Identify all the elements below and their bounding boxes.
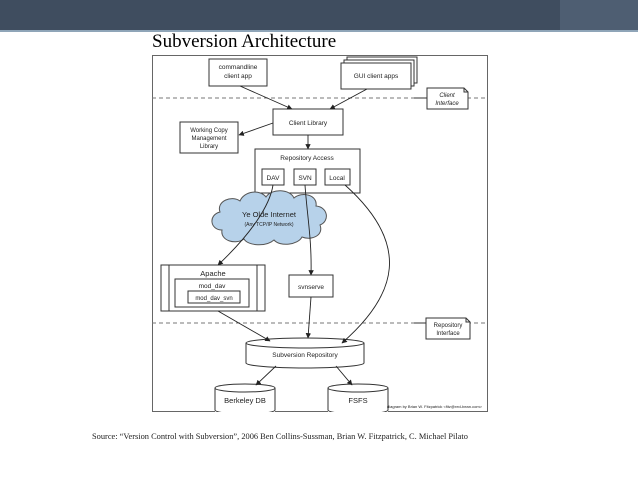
working-copy-label-3: Library bbox=[200, 144, 218, 150]
client-interface-label-1: Client bbox=[439, 93, 455, 99]
working-copy-box: Working Copy Management Library bbox=[179, 121, 239, 154]
arrow-local-repository bbox=[341, 184, 390, 344]
arrow-svn-svnserve bbox=[304, 184, 314, 276]
fsfs: FSFS bbox=[327, 383, 389, 412]
arrow-repository-fsfs bbox=[335, 365, 353, 386]
subversion-repository: Subversion Repository bbox=[245, 337, 365, 369]
commandline-label-1: commandline bbox=[219, 64, 258, 71]
repository-access-box: Repository Access DAV SVN Local bbox=[254, 148, 361, 194]
gui-apps-label: GUI client apps bbox=[354, 73, 399, 80]
arrow-repository-berkeley bbox=[255, 365, 277, 386]
architecture-diagram: commandline client app GUI client apps C… bbox=[152, 55, 488, 412]
fsfs-label: FSFS bbox=[348, 396, 367, 405]
diagram-credit: diagram by Brian W. Fitzpatrick <fitz@re… bbox=[387, 404, 483, 409]
working-copy-label-1: Working Copy bbox=[190, 128, 228, 134]
internet-title: Ye Olde Internet bbox=[242, 210, 297, 219]
repository-interface-label-1: Repository bbox=[434, 323, 463, 329]
local-label: Local bbox=[329, 175, 345, 182]
commandline-label-2: client app bbox=[224, 73, 252, 80]
connector-arrows bbox=[217, 85, 390, 386]
apache-label: Apache bbox=[200, 269, 225, 278]
mod-dav-label: mod_dav bbox=[199, 283, 226, 290]
svn-label: SVN bbox=[298, 175, 312, 182]
internet-cloud: Ye Olde Internet (Any TCP/IP Network) bbox=[211, 190, 327, 246]
repository-interface-note: Repository Interface bbox=[414, 317, 471, 340]
gui-apps-box: GUI client apps bbox=[340, 56, 418, 90]
repository-access-label: Repository Access bbox=[280, 155, 334, 162]
title-bar-dark bbox=[0, 0, 560, 30]
mod-dav-svn-box bbox=[187, 290, 241, 304]
client-interface-note: Client Interface bbox=[414, 87, 469, 110]
source-citation: Source: “Version Control with Subversion… bbox=[92, 432, 468, 441]
arrow-library-workingcopy bbox=[238, 122, 274, 136]
dav-label: DAV bbox=[267, 175, 281, 182]
subversion-repository-label: Subversion Repository bbox=[272, 352, 338, 359]
local-box bbox=[324, 168, 351, 186]
title-bar bbox=[0, 0, 638, 32]
client-interface-label-2: Interface bbox=[435, 101, 459, 107]
berkeley-db-label: Berkeley DB bbox=[224, 396, 266, 405]
berkeley-db: Berkeley DB bbox=[214, 383, 276, 412]
title-bar-slate bbox=[560, 0, 638, 30]
working-copy-label-2: Management bbox=[191, 136, 226, 142]
apache-box: Apache mod_dav mod_dav_svn bbox=[160, 264, 266, 312]
repository-interface-label-2: Interface bbox=[436, 331, 460, 337]
client-library-label: Client Library bbox=[289, 120, 328, 127]
title-bar-stripe bbox=[0, 30, 638, 32]
mod-dav-svn-label: mod_dav_svn bbox=[195, 296, 232, 302]
slide-title: Subversion Architecture bbox=[152, 31, 337, 52]
arrow-gui-library bbox=[329, 88, 368, 110]
svnserve-box: svnserve bbox=[288, 274, 334, 298]
arrow-commandline-library bbox=[239, 85, 293, 110]
arrow-apache-repository bbox=[217, 310, 271, 342]
internet-subtitle: (Any TCP/IP Network) bbox=[245, 222, 294, 228]
client-library-box: Client Library bbox=[272, 108, 344, 136]
arrow-svnserve-repository bbox=[305, 296, 312, 339]
commandline-box: commandline client app bbox=[208, 58, 268, 87]
arrow-dav-apache bbox=[217, 184, 274, 266]
svnserve-label: svnserve bbox=[298, 284, 324, 291]
